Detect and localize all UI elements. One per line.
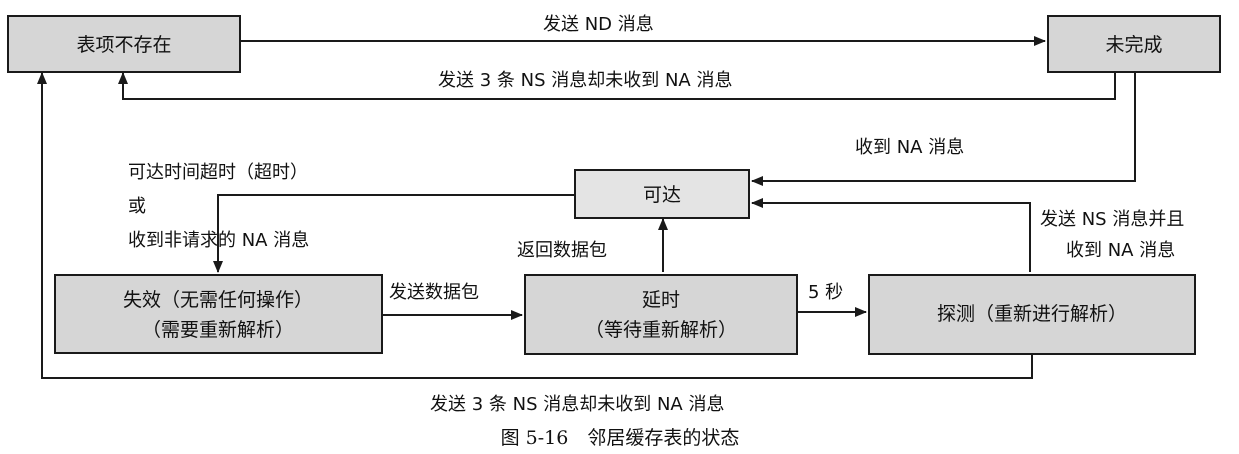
edge-receive-na: [751, 72, 1136, 186]
label-probe-fail: 发送 3 条 NS 消息却未收到 NA 消息: [430, 394, 724, 415]
label-receive-na: 收到 NA 消息: [855, 137, 964, 158]
state-incomplete: 未完成: [1047, 15, 1221, 73]
label-timeout-line3: 收到非请求的 NA 消息: [128, 230, 309, 251]
label-timeout-line1: 可达时间超时（超时）: [128, 162, 308, 183]
state-stale-label-line1: 失效（无需任何操作）: [123, 289, 313, 311]
label-send-nd: 发送 ND 消息: [543, 14, 654, 35]
label-incomplete-fail: 发送 3 条 NS 消息却未收到 NA 消息: [438, 70, 732, 91]
state-stale: 失效（无需任何操作） （需要重新解析）: [54, 274, 383, 354]
label-timeout-line2: 或: [128, 196, 146, 217]
state-nonexistent-label: 表项不存在: [76, 34, 171, 56]
state-reachable: 可达: [574, 169, 750, 219]
state-nonexistent: 表项不存在: [7, 15, 241, 73]
figure-caption: 图 5-16 邻居缓存表的状态: [501, 427, 740, 449]
state-delay: 延时 （等待重新解析）: [524, 274, 798, 355]
state-delay-label-line1: 延时: [642, 289, 680, 311]
edge-probe-success: [751, 198, 1031, 272]
state-delay-label-line2: （等待重新解析）: [585, 319, 737, 341]
state-reachable-label: 可达: [643, 184, 681, 206]
label-probe-success-line1: 发送 NS 消息并且: [1040, 209, 1184, 230]
state-probe: 探测（重新进行解析）: [868, 274, 1196, 355]
label-five-seconds: 5 秒: [808, 282, 843, 303]
edge-probe-fail: [37, 72, 1033, 379]
edge-timeout: [213, 194, 575, 273]
state-incomplete-label: 未完成: [1105, 34, 1162, 56]
edge-incomplete-fail: [118, 72, 1116, 100]
state-probe-label: 探测（重新进行解析）: [937, 303, 1127, 325]
label-send-packet-stale: 发送数据包: [389, 282, 479, 303]
label-probe-success-line2: 收到 NA 消息: [1066, 240, 1175, 261]
label-return-packet: 返回数据包: [517, 240, 607, 261]
state-stale-label-line2: （需要重新解析）: [142, 319, 294, 341]
